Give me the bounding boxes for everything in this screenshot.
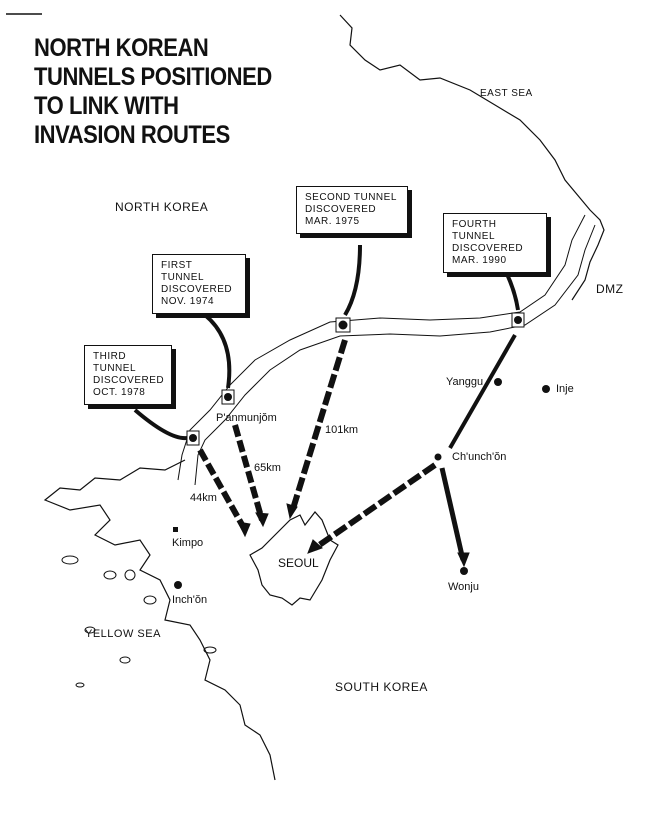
callout-text: MAR. 1990 — [452, 255, 507, 266]
south-korea-label: SOUTH KOREA — [335, 680, 428, 694]
chunchon-label: Ch'unch'ŏn — [452, 451, 507, 463]
callout-text: DISCOVERED — [305, 204, 377, 215]
distance-65km: 65km — [254, 462, 281, 474]
callout-leaders — [133, 244, 520, 441]
yanggu-label: Yanggu — [446, 376, 484, 388]
kimpo-label: Kimpo — [172, 537, 204, 549]
invasion-routes — [197, 334, 517, 568]
title-line: NORTH KOREAN — [34, 34, 209, 62]
callout-text: DISCOVERED — [452, 243, 524, 254]
east-sea-label: EAST SEA — [480, 88, 533, 99]
place-markers — [173, 378, 550, 589]
callout-text: THIRD TUNNEL — [93, 351, 137, 374]
islands — [61, 555, 217, 688]
dmz-label: DMZ — [596, 282, 624, 296]
inchon-label: Inch'ŏn — [172, 594, 208, 606]
title-line: TUNNELS POSITIONED — [34, 63, 272, 91]
callout-text: MAR. 1975 — [305, 216, 360, 227]
callout-text: FIRST TUNNEL — [161, 260, 205, 283]
fourth-tunnel-callout: FOURTH TUNNEL DISCOVERED MAR. 1990 — [443, 213, 547, 273]
dmz-band — [177, 214, 596, 486]
yellow-sea-label: YELLOW SEA — [85, 628, 161, 640]
seoul-boundary — [249, 511, 339, 606]
tunnel-markers — [186, 312, 525, 446]
callout-text: OCT. 1978 — [93, 387, 146, 398]
inje-label: Inje — [556, 383, 574, 395]
callout-text: SECOND TUNNEL — [305, 192, 397, 203]
title-line: INVASION ROUTES — [34, 121, 230, 149]
north-korea-label: NORTH KOREA — [115, 200, 209, 214]
east-coastline — [339, 14, 605, 301]
callout-text: DISCOVERED — [161, 284, 233, 295]
callout-text: FOURTH TUNNEL — [452, 219, 497, 242]
callout-text: DISCOVERED — [93, 375, 165, 386]
wonju-label: Wonju — [448, 581, 479, 593]
panmunjom-label: P'anmunjŏm — [216, 412, 277, 424]
third-tunnel-callout: THIRD TUNNEL DISCOVERED OCT. 1978 — [84, 345, 172, 405]
callout-text: NOV. 1974 — [161, 296, 215, 307]
west-coastline — [43, 459, 276, 781]
title-line: TO LINK WITH — [34, 92, 179, 120]
first-tunnel-callout: FIRST TUNNEL DISCOVERED NOV. 1974 — [152, 254, 246, 314]
distance-101km: 101km — [325, 424, 359, 436]
second-tunnel-callout: SECOND TUNNEL DISCOVERED MAR. 1975 — [296, 186, 408, 234]
seoul-label: SEOUL — [278, 556, 319, 570]
distance-44km: 44km — [190, 492, 217, 504]
map-title: NORTH KOREAN TUNNELS POSITIONED TO LINK … — [34, 34, 272, 150]
